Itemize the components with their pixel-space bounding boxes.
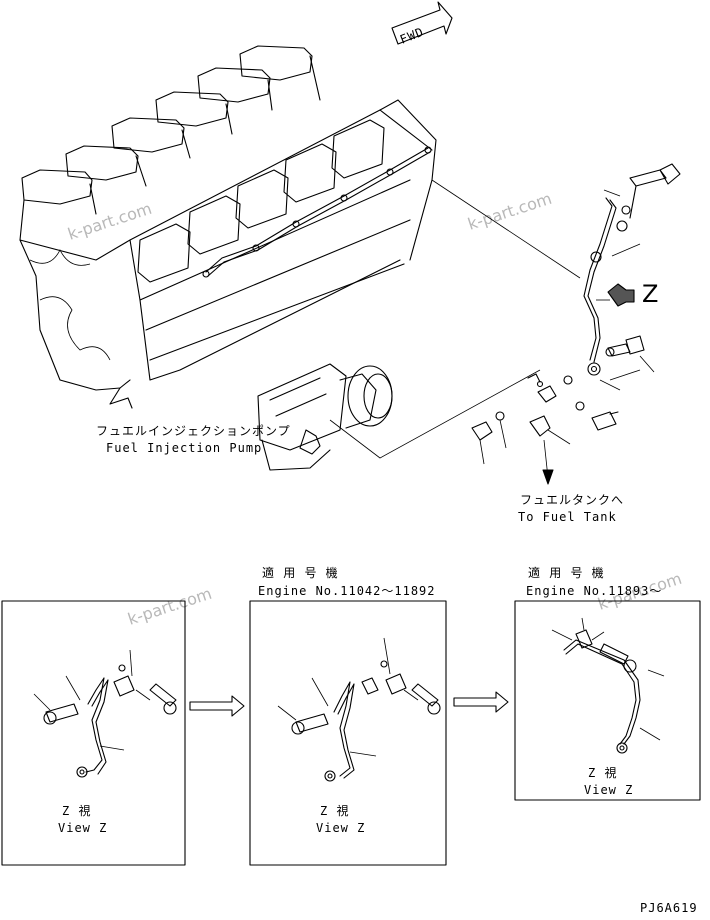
watermark: k-part.com [125,584,214,629]
view-1-caption-jp: Z 視 [62,803,91,818]
fwd-arrow: FWD [391,1,453,47]
view-3-caption-jp: Z 視 [588,765,617,780]
view-z-arrow: Z [607,280,658,308]
view-2-applicable-jp: 適 用 号 機 [262,565,339,580]
drawing-code: PJ6A619 [640,901,698,915]
leader-line [431,179,581,279]
pump-label-jp: フュエルインジェクションポンプ [96,424,291,438]
view-2-applicable-en: Engine No.11042〜11892 [258,584,436,598]
view-box-3 [514,600,701,801]
tank-label-jp: フュエルタンクへ [520,493,624,507]
watermark: k-part.com [65,199,154,244]
view-1-caption-en: View Z [58,821,107,835]
fuel-injection-pump [257,363,393,471]
view-1-parts [33,649,177,778]
transition-arrow [189,695,245,717]
view-3-caption-en: View Z [584,783,633,797]
leader-line [329,369,541,459]
fwd-label: FWD [398,25,426,47]
view-2-caption-jp: Z 視 [320,803,349,818]
view-3-parts [551,617,665,754]
tank-label-en: To Fuel Tank [518,510,617,524]
engine-block [19,45,437,409]
view-2-parts [277,637,441,782]
pump-label-en: Fuel Injection Pump [106,441,262,455]
view-2-caption-en: View Z [316,821,365,835]
view-box-2 [249,600,447,866]
fuel-pipe-assembly [471,163,681,485]
z-marker: Z [642,280,658,308]
view-box-1 [1,600,186,866]
view-3-applicable-en: Engine No.11893〜 [526,584,662,598]
transition-arrow [453,691,509,713]
view-3-applicable-jp: 適 用 号 機 [528,565,605,580]
